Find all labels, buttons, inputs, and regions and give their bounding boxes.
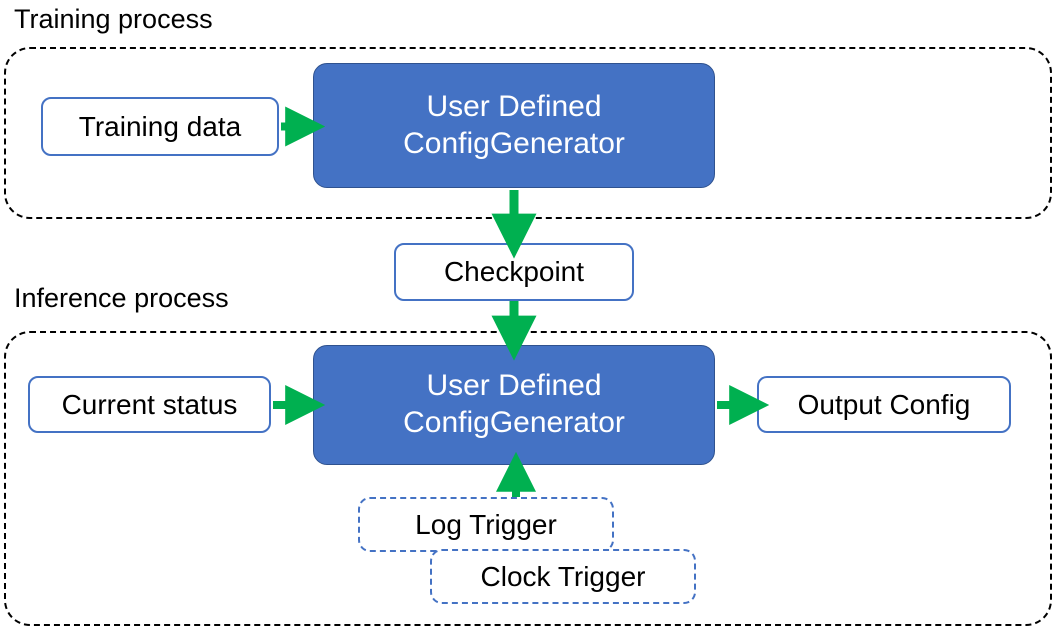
node-inference-config-generator-line2: ConfigGenerator: [403, 406, 625, 439]
node-output-config-label: Output Config: [797, 388, 971, 420]
node-training-config-generator-line2: ConfigGenerator: [403, 126, 625, 160]
inference-process-caption: Inference process: [14, 283, 229, 313]
node-inference-config-generator-line1: User Defined: [426, 369, 602, 403]
node-log-trigger-label: Log Trigger: [415, 508, 557, 540]
node-training-data-label: Training data: [78, 110, 242, 142]
node-output-config[interactable]: Output Config: [757, 376, 1011, 433]
node-clock-trigger[interactable]: Clock Trigger: [430, 549, 696, 604]
node-training-config-generator[interactable]: User Defined ConfigGenerator: [313, 63, 715, 188]
node-clock-trigger-label: Clock Trigger: [480, 560, 646, 592]
node-current-status-label: Current status: [61, 388, 238, 420]
training-process-caption: Training process: [14, 4, 213, 34]
node-inference-config-generator[interactable]: User Defined ConfigGenerator: [313, 345, 715, 465]
node-checkpoint[interactable]: Checkpoint: [394, 243, 634, 301]
node-log-trigger[interactable]: Log Trigger: [358, 497, 614, 552]
node-current-status[interactable]: Current status: [28, 376, 271, 433]
node-training-data[interactable]: Training data: [41, 97, 279, 156]
node-checkpoint-label: Checkpoint: [443, 256, 585, 287]
node-training-config-generator-line1: User Defined: [426, 89, 602, 123]
